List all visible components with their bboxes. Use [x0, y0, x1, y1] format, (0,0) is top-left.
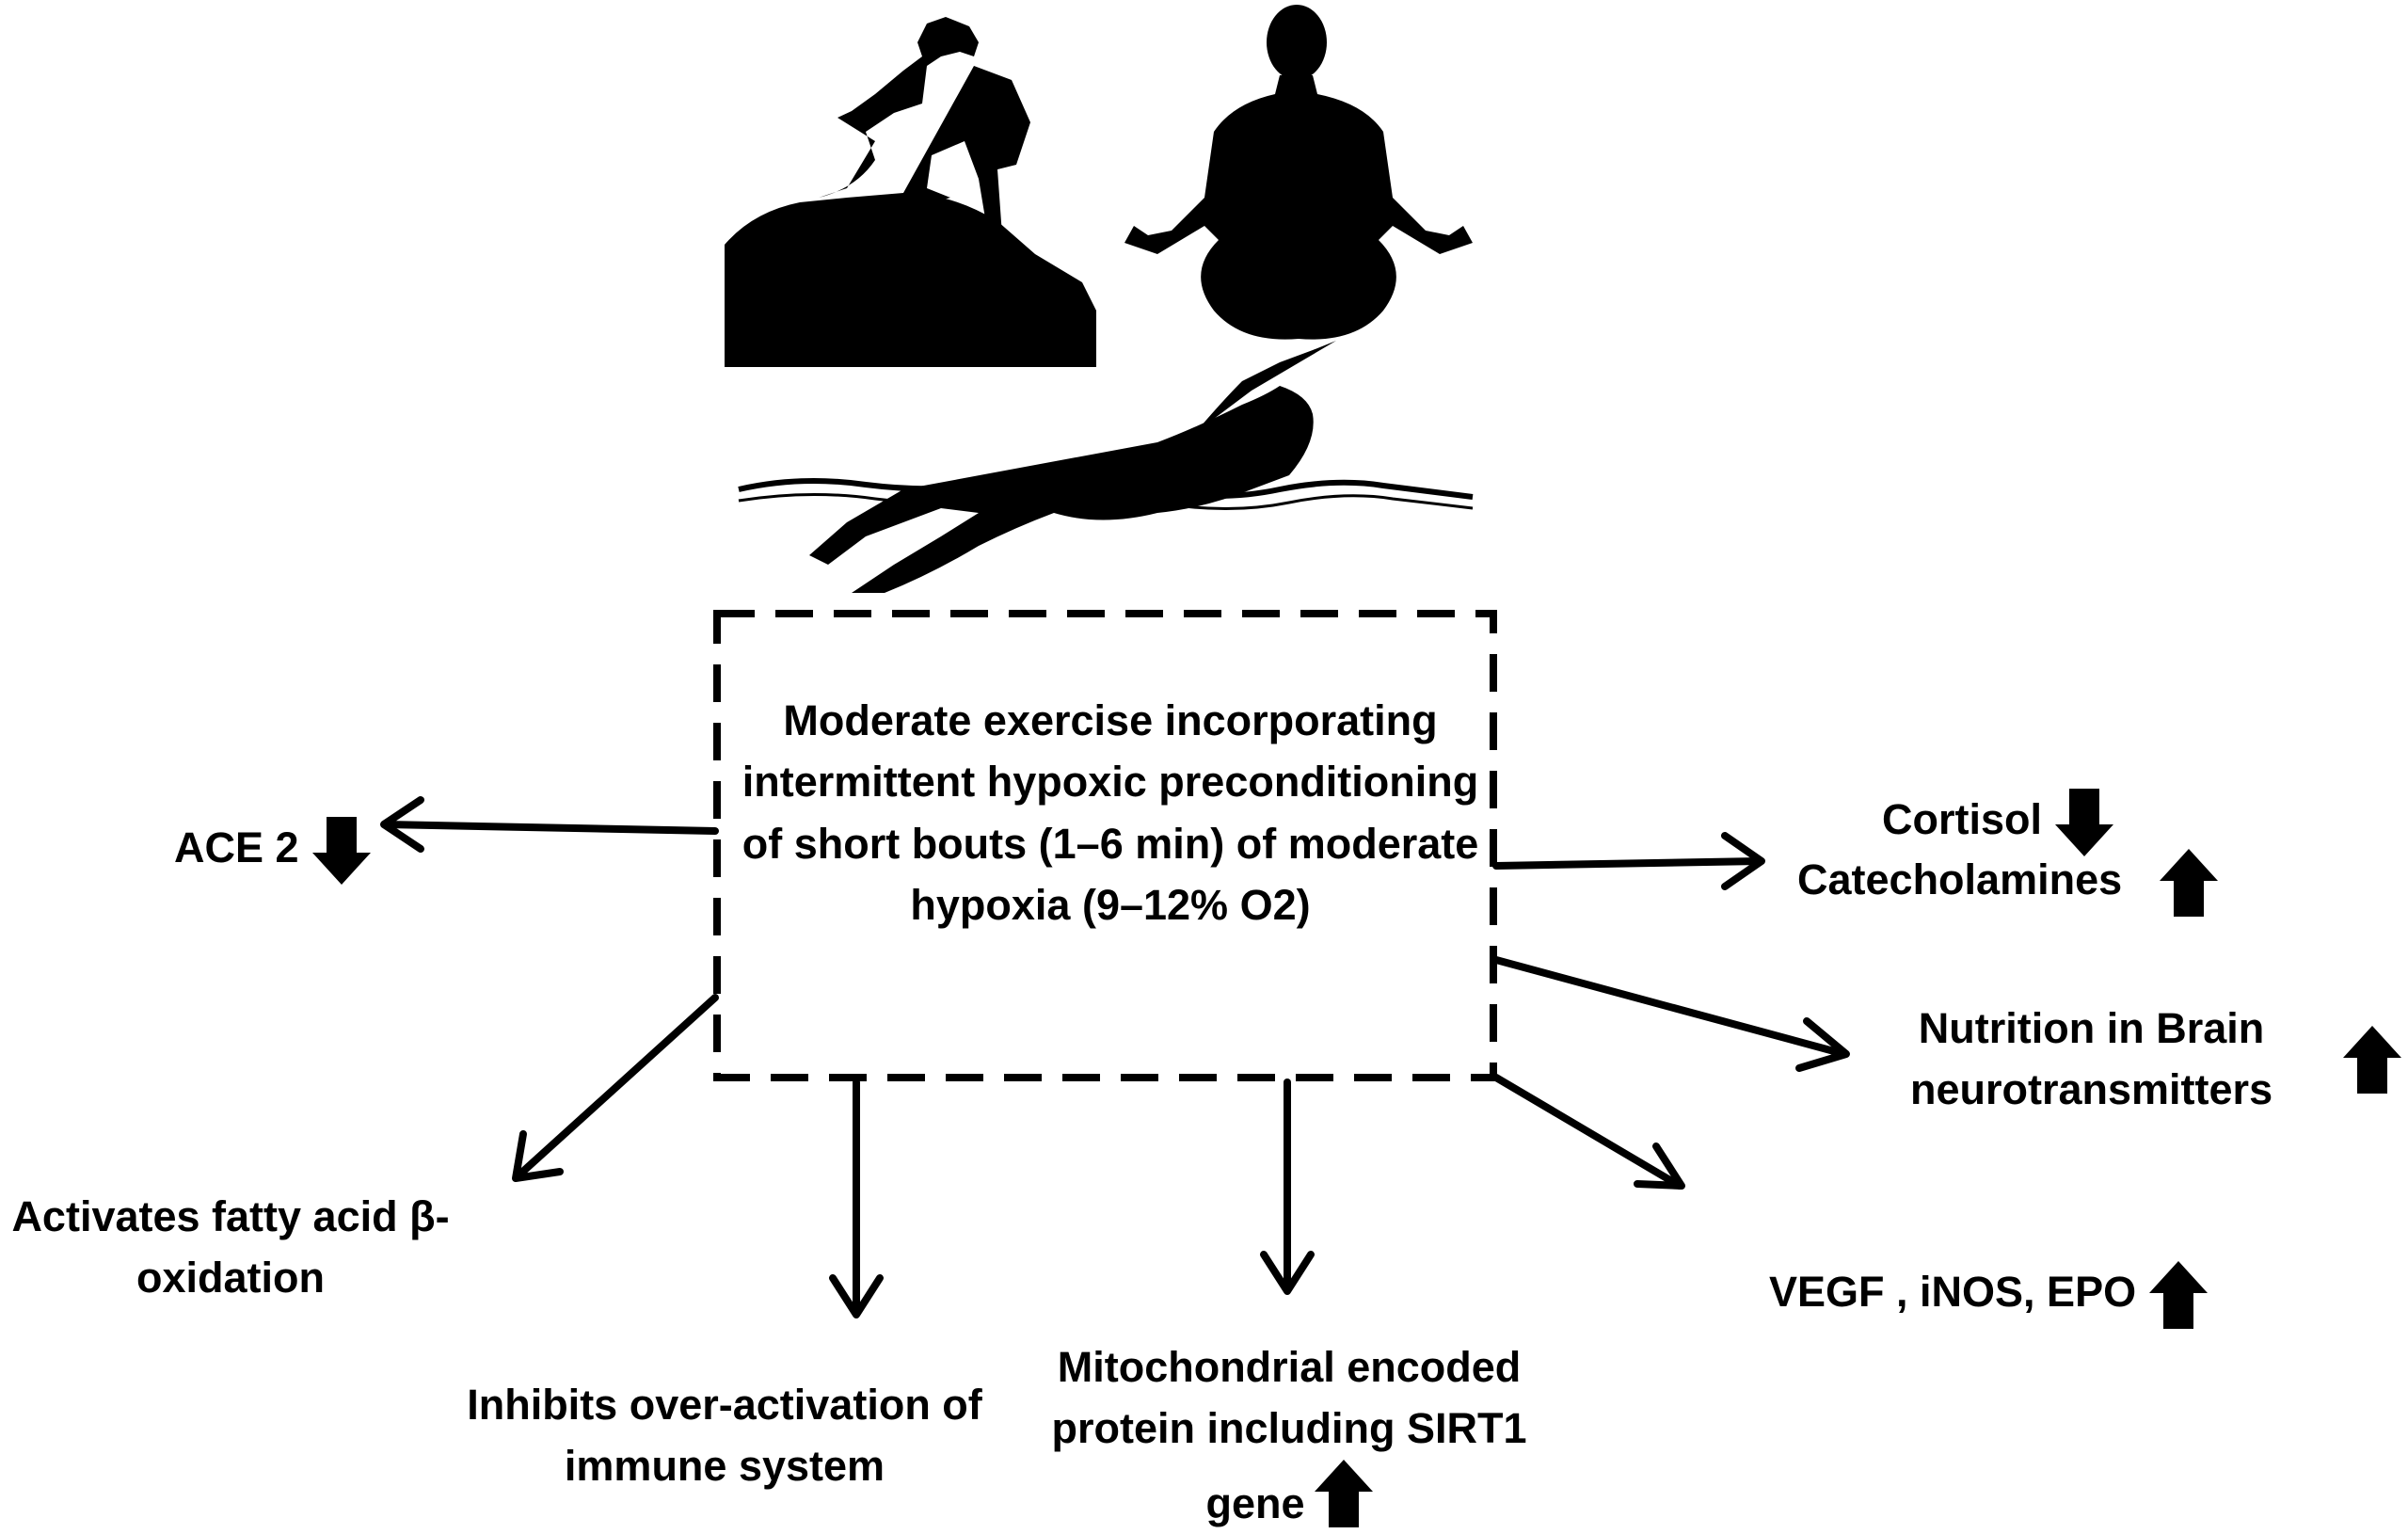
- arrow-down-icon: [311, 817, 371, 886]
- arrow-to-mitochondrial: [1260, 1079, 1315, 1295]
- node-mitochondrial-line3-text: gene: [1205, 1478, 1305, 1527]
- node-fatty-acid: Activates fatty acid β- oxidation: [0, 1186, 461, 1309]
- node-mitochondrial: Mitochondrial encoded protein including …: [1035, 1336, 1543, 1534]
- node-immune-line1: Inhibits over-activation of: [467, 1381, 982, 1429]
- arrow-to-cortisol: [1492, 832, 1765, 890]
- node-nutrition-line1: Nutrition in Brain: [1918, 1004, 2265, 1052]
- node-nutrition: Nutrition in Brain neurotransmitters: [1910, 998, 2272, 1121]
- arrow-to-immune: [829, 1079, 884, 1318]
- center-box: [713, 610, 1497, 1081]
- node-ace2: ACE 2: [174, 817, 371, 886]
- node-vegf: VEGF , iNOS, EPO: [1769, 1261, 2209, 1330]
- node-ace2-label: ACE 2: [174, 823, 299, 871]
- arrow-up-icon: [2160, 849, 2219, 918]
- arrow-up-icon: [2343, 1026, 2401, 1094]
- arrow-to-fatty-acid: [512, 994, 719, 1182]
- node-fatty-acid-line1: Activates fatty acid β-: [11, 1192, 450, 1240]
- node-cortisol: Cortisol: [1882, 789, 2114, 857]
- center-text: Moderate exercise incorporating intermit…: [742, 696, 1479, 929]
- node-fatty-acid-line2: oxidation: [136, 1254, 325, 1302]
- arrow-to-ace2: [380, 796, 719, 853]
- meditation-silhouette: [1124, 5, 1473, 340]
- arrow-up-icon: [1314, 1459, 1373, 1527]
- node-mitochondrial-line2: protein including SIRT1: [1051, 1404, 1527, 1453]
- node-mitochondrial-line1: Mitochondrial encoded: [1057, 1343, 1522, 1391]
- node-catecholamines: Catecholamines: [1797, 849, 2219, 918]
- node-immune: Inhibits over-activation of immune syste…: [442, 1374, 1007, 1497]
- node-mitochondrial-line3: gene: [1035, 1459, 1543, 1534]
- hiker-silhouette: [725, 17, 1096, 367]
- swimmer-silhouette: [738, 341, 1474, 593]
- node-cortisol-label: Cortisol: [1882, 795, 2043, 843]
- node-catecholamines-label: Catecholamines: [1797, 855, 2123, 903]
- arrow-to-vegf: [1492, 1074, 1685, 1190]
- node-nutrition-line2: neurotransmitters: [1910, 1065, 2273, 1114]
- arrow-down-icon: [2055, 789, 2114, 857]
- arrow-to-nutrition: [1492, 956, 1850, 1072]
- node-immune-line2: immune system: [564, 1442, 885, 1491]
- arrow-up-icon: [2149, 1261, 2209, 1330]
- node-vegf-label: VEGF , iNOS, EPO: [1769, 1268, 2137, 1316]
